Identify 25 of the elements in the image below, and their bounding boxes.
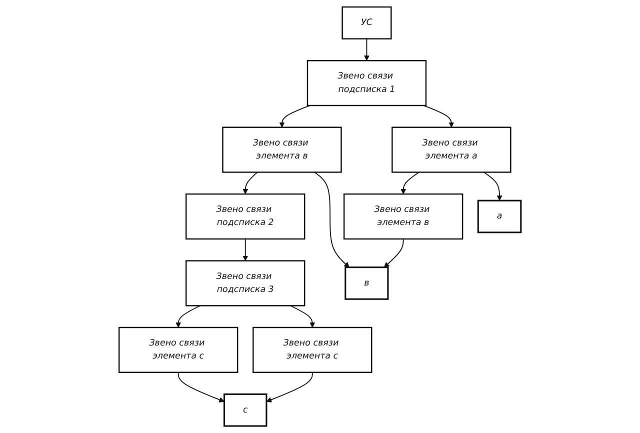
arrow [423, 105, 454, 128]
arrow [483, 172, 502, 201]
node-box: с [223, 393, 268, 427]
arrow [314, 172, 350, 268]
node-box: Звено связи элемента в [343, 193, 464, 240]
arrow [242, 172, 258, 194]
node-box: Звено связи элемента с [118, 326, 238, 373]
arrow [290, 305, 316, 328]
arrow [266, 372, 313, 402]
node-box: Звено связи подсписка 3 [186, 260, 306, 306]
arrow [384, 238, 404, 268]
node-box: УС [342, 6, 392, 40]
arrow [176, 305, 201, 328]
arrow [400, 172, 420, 194]
arrow [279, 105, 310, 128]
node-box: в [344, 266, 389, 300]
node-box: Звено связи подсписка 2 [186, 193, 306, 240]
node-box: Звено связи элемента в [222, 126, 342, 173]
node-box: Звено связи элемента а [392, 126, 512, 173]
arrow [242, 238, 248, 262]
node-box: Звено связи подсписка 1 [306, 60, 427, 106]
arrow [364, 38, 370, 61]
arrow [178, 372, 224, 402]
node-box: а [477, 200, 522, 234]
node-box: Звено связи элемента с [252, 326, 372, 373]
